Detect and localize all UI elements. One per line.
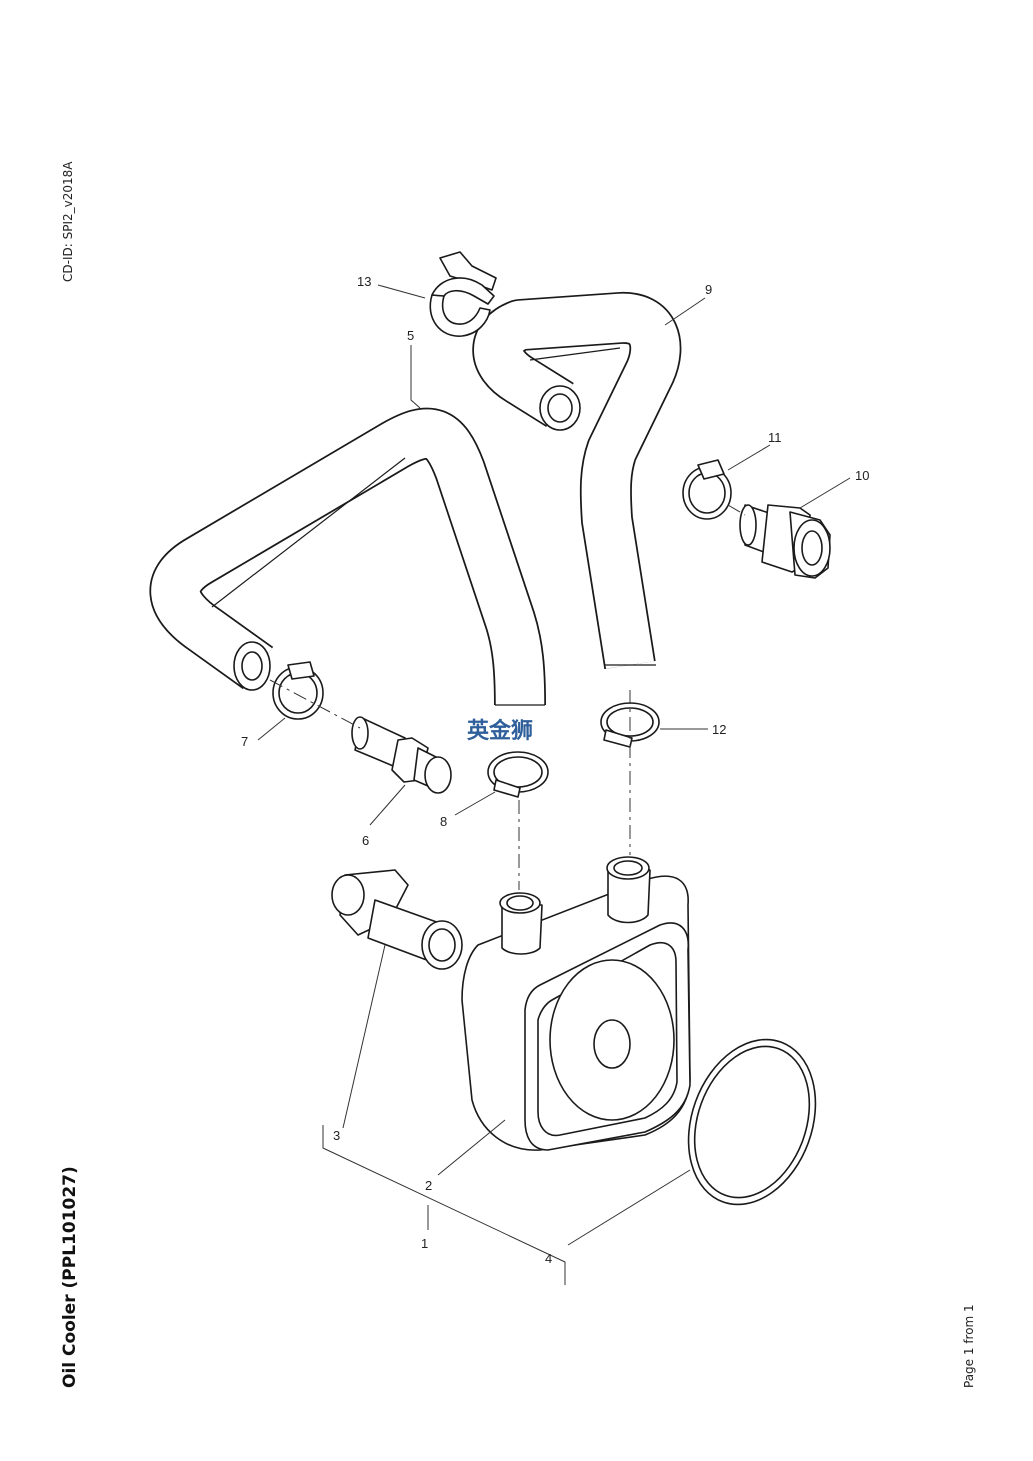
- callout-9: 9: [705, 282, 712, 297]
- hose-5: [149, 407, 546, 706]
- callout-7: 7: [241, 734, 248, 749]
- clamp-7: [272, 661, 324, 720]
- callout-8: 8: [440, 814, 447, 829]
- callouts: 1 2 3 4 5 6 7 8 9 10 11 12 13: [241, 274, 869, 1266]
- assembly-axes: [269, 504, 746, 890]
- callout-1: 1: [421, 1236, 428, 1251]
- clamp-11: [682, 459, 732, 520]
- connector-3: [331, 869, 463, 970]
- callout-5: 5: [407, 328, 414, 343]
- hose-9: [472, 292, 682, 670]
- connector-10: [739, 504, 831, 579]
- watermark: 英金狮: [467, 718, 533, 744]
- oil-cooler-body-2: [461, 856, 691, 1151]
- clamp-8: [487, 751, 549, 798]
- callout-4: 4: [545, 1251, 552, 1266]
- callout-12: 12: [712, 722, 726, 737]
- connector-6: [351, 716, 452, 794]
- callout-11: 11: [768, 430, 782, 445]
- callout-13: 13: [357, 274, 371, 289]
- leader-lines: [257, 284, 851, 1285]
- o-ring-4: [687, 1038, 817, 1206]
- callout-2: 2: [425, 1178, 432, 1193]
- callout-10: 10: [855, 468, 869, 483]
- callout-3: 3: [333, 1128, 340, 1143]
- clamp-13: [429, 251, 497, 337]
- callout-6: 6: [362, 833, 369, 848]
